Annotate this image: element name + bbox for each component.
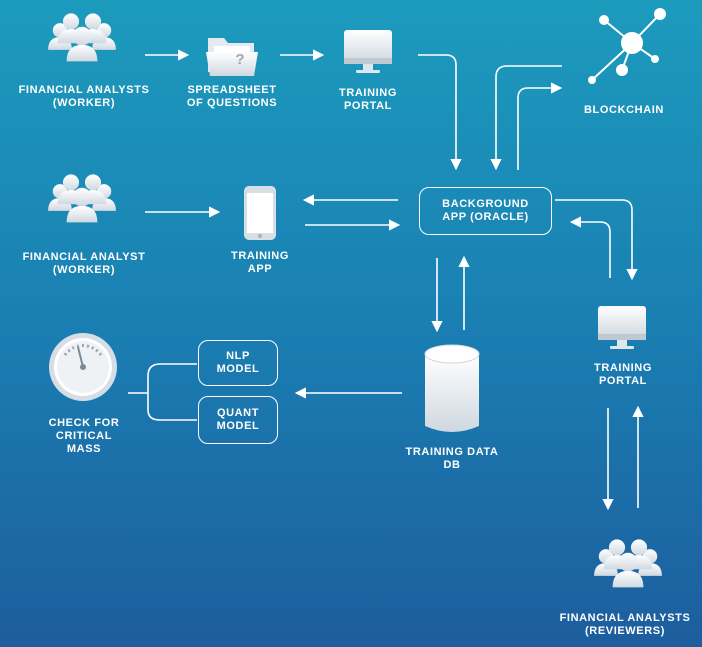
arrow-background-app-to-portal-right bbox=[555, 199, 638, 281]
nlp-model-node: NLP MODEL bbox=[198, 340, 278, 386]
folder-question-icon: ? bbox=[206, 38, 258, 76]
label-spreadsheet-of-questions: SPREADSHEET OF QUESTIONS bbox=[186, 84, 278, 109]
label-training-portal-top: TRAINING PORTAL bbox=[339, 87, 397, 112]
svg-text:?: ? bbox=[235, 51, 244, 68]
arrow-background-app-to-blockchain bbox=[517, 82, 563, 170]
arrow-portal-right-to-background-app bbox=[569, 216, 611, 278]
database-cylinder-icon bbox=[424, 344, 480, 432]
connectors bbox=[128, 49, 644, 511]
arrow-blockchain-to-background-app bbox=[490, 65, 562, 171]
quant-model-node: QUANT MODEL bbox=[198, 396, 278, 444]
label-training-app: TRAINING APP bbox=[231, 250, 289, 275]
arrow-portal-to-background-app bbox=[418, 54, 462, 171]
monitor-icon bbox=[344, 30, 392, 73]
people-group-icon bbox=[594, 539, 662, 587]
smartphone-icon bbox=[244, 186, 276, 240]
monitor-icon bbox=[598, 306, 646, 349]
label-blockchain: BLOCKCHAIN bbox=[584, 104, 664, 116]
label-training-data-db: TRAINING DATA DB bbox=[405, 446, 499, 471]
label-financial-analysts-reviewers: FINANCIAL ANALYSTS (REVIEWERS) bbox=[559, 612, 691, 637]
label-check-for-critical-mass: CHECK FOR CRITICAL MASS bbox=[48, 417, 120, 455]
label-financial-analyst-worker: FINANCIAL ANALYST (WORKER) bbox=[22, 251, 146, 276]
people-group-icon bbox=[48, 13, 116, 61]
label-training-portal-right: TRAINING PORTAL bbox=[594, 362, 652, 387]
network-hub-icon bbox=[588, 8, 666, 84]
background-app-node: BACKGROUND APP (ORACLE) bbox=[419, 187, 552, 235]
people-group-icon bbox=[48, 174, 116, 222]
bracket-models-to-gauge bbox=[128, 363, 197, 421]
gauge-icon bbox=[49, 333, 117, 401]
label-financial-analysts-worker: FINANCIAL ANALYSTS (WORKER) bbox=[18, 84, 150, 109]
